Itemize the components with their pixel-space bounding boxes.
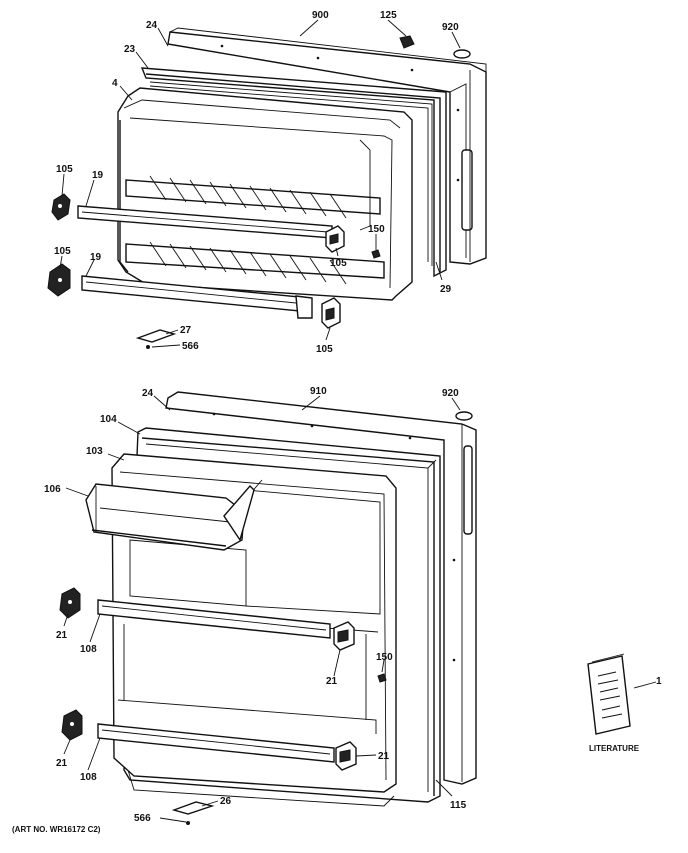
freezer-door-liner	[117, 87, 413, 301]
label-29: 29	[440, 284, 452, 295]
fresh-food-bracket-right-upper	[333, 621, 355, 651]
literature-leader-line	[633, 681, 657, 689]
fresh-food-hinge-screw	[186, 821, 190, 825]
fresh-food-door-bottom-edge	[127, 769, 395, 807]
freezer-bracket-left-lower	[47, 263, 71, 297]
fresh-food-bracket-right-lower	[335, 741, 357, 771]
dairy-compartment-door	[85, 483, 255, 551]
label-115: 115	[450, 800, 467, 811]
label-150-bottom: 150	[376, 652, 393, 663]
label-19-a: 19	[92, 170, 104, 181]
label-21-d: 21	[56, 758, 68, 769]
fresh-food-screw	[377, 673, 387, 683]
label-105-c: 105	[330, 258, 347, 269]
freezer-labels: 900 125 920 24 23 4 105 19 105 19 150 10…	[54, 10, 459, 355]
label-105-d: 105	[316, 344, 333, 355]
label-26: 26	[220, 796, 232, 807]
fresh-food-bracket-left-upper	[59, 587, 81, 619]
label-103: 103	[86, 446, 103, 457]
label-104: 104	[100, 414, 117, 425]
fresh-food-bracket-left-lower	[61, 709, 83, 741]
label-21-b: 21	[326, 676, 338, 687]
freezer-gasket	[140, 67, 447, 278]
label-108-b: 108	[80, 772, 97, 783]
freezer-screw	[371, 249, 381, 259]
freezer-cap	[453, 49, 471, 59]
freezer-bracket-right-upper	[325, 225, 345, 253]
art-number: (ART NO. WR16172 C2)	[12, 825, 101, 834]
fresh-food-shelf-bar-lower	[97, 723, 335, 763]
freezer-bracket-right-lower	[321, 297, 341, 329]
label-24-bottom: 24	[142, 388, 154, 399]
label-900: 900	[312, 10, 329, 21]
label-4: 4	[112, 78, 118, 89]
label-106: 106	[44, 484, 61, 495]
label-21-c: 21	[378, 751, 390, 762]
freezer-shelf-bar-lower	[81, 275, 313, 319]
freezer-outer-door	[167, 27, 487, 265]
freezer-bracket-left-upper	[51, 193, 71, 221]
label-920-top: 920	[442, 22, 459, 33]
freezer-leader-lines	[59, 19, 461, 348]
fresh-food-door-assembly	[59, 391, 477, 825]
label-105-a: 105	[56, 164, 73, 175]
fresh-food-hinge	[171, 801, 215, 815]
fresh-food-shelf-bar-upper	[97, 599, 331, 639]
label-910: 910	[310, 386, 327, 397]
freezer-hinge	[135, 329, 177, 343]
fresh-food-labels: 910 920 24 104 103 106 21 108 21 150 21 …	[44, 386, 467, 824]
label-1: 1	[656, 676, 662, 687]
label-566-bottom: 566	[134, 813, 151, 824]
label-150-top: 150	[368, 224, 385, 235]
label-27: 27	[180, 325, 192, 336]
label-108-a: 108	[80, 644, 97, 655]
literature-booklet	[587, 653, 657, 735]
label-566-top: 566	[182, 341, 199, 352]
label-21-a: 21	[56, 630, 68, 641]
freezer-door-assembly	[47, 27, 487, 349]
fresh-food-outer-door	[165, 391, 477, 785]
freezer-plug	[399, 35, 415, 49]
label-125: 125	[380, 10, 397, 21]
fresh-food-cap	[455, 411, 473, 421]
label-24-top: 24	[146, 20, 158, 31]
fresh-food-leader-lines	[63, 395, 461, 823]
literature-caption: LITERATURE	[589, 744, 640, 753]
label-105-b: 105	[54, 246, 71, 257]
label-920-bottom: 920	[442, 388, 459, 399]
label-19-b: 19	[90, 252, 102, 263]
label-23: 23	[124, 44, 136, 55]
freezer-hinge-screw	[146, 345, 150, 349]
